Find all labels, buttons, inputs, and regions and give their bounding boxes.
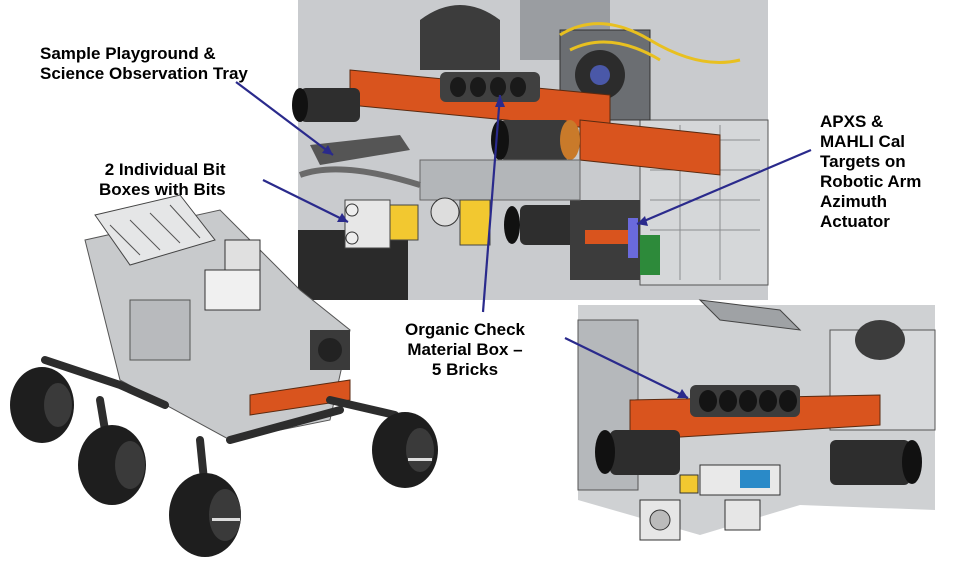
- leader-lines: [235, 81, 812, 399]
- full-rover: [10, 194, 438, 557]
- label-organic-check-material-box: Organic Check Material Box – 5 Bricks: [405, 320, 525, 379]
- leader-line-organic-top: [481, 94, 502, 313]
- rover-wheel: [10, 367, 74, 443]
- leader-line-sample: [235, 81, 334, 156]
- label-sample-playground: Sample Playground & Science Observation …: [40, 44, 248, 83]
- cal-target-graphic: [628, 218, 638, 258]
- leader-line-bits: [262, 179, 349, 223]
- leader-line-apxs: [636, 148, 812, 226]
- leader-line-organic-bottom: [564, 337, 689, 399]
- closeup-top-panel: [292, 0, 769, 300]
- rover-wheel: [78, 425, 146, 505]
- bit-boxes-graphic: [344, 197, 491, 249]
- closeup-bottom-panel: [577, 299, 936, 541]
- label-bit-boxes: 2 Individual Bit Boxes with Bits: [99, 160, 226, 199]
- rover-wheel: [372, 412, 438, 488]
- rover-wheel: [169, 473, 241, 557]
- label-apxs-mahli-cal-targets: APXS & MAHLI Cal Targets on Robotic Arm …: [820, 112, 922, 231]
